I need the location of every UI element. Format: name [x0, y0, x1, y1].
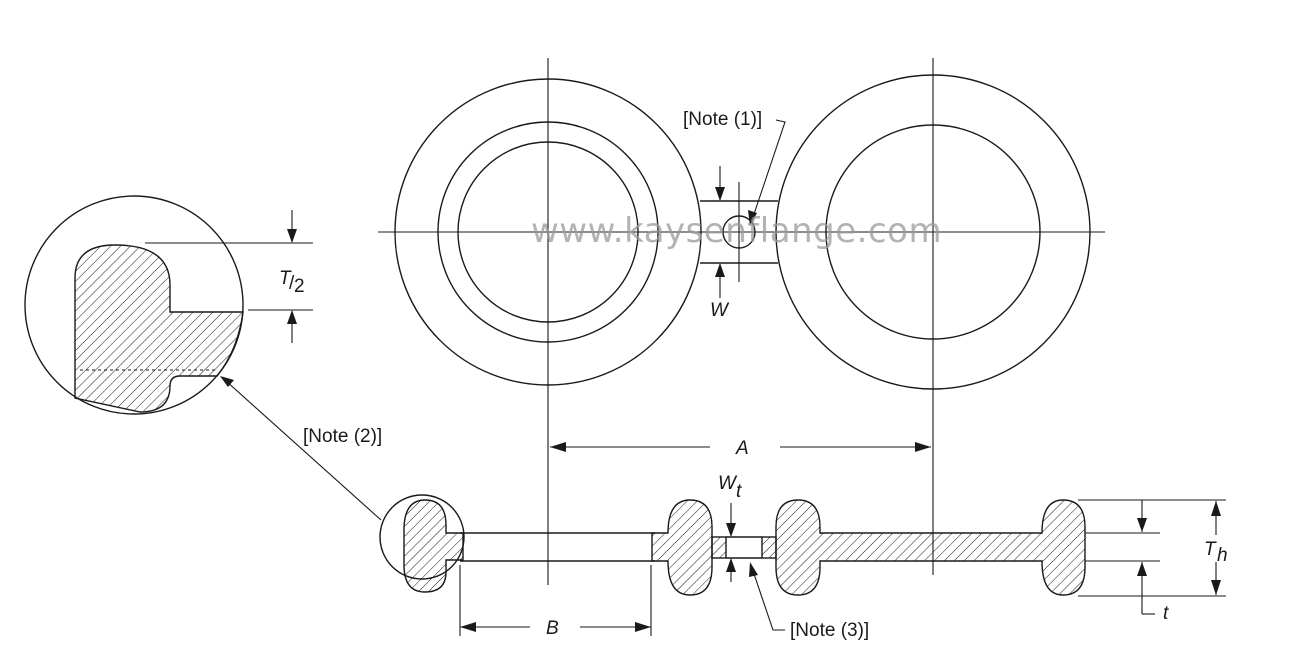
top-view: W [Note (1)]: [378, 58, 1105, 585]
b-dimension: B: [459, 565, 652, 639]
note2-callout: [Note (2)]: [220, 376, 382, 521]
detail-view: T / 2 [Note (2)]: [24, 195, 382, 521]
a-label: A: [735, 438, 749, 459]
web-section-left: [711, 536, 727, 559]
wt-label: W: [718, 473, 738, 494]
web-section-right: [761, 536, 777, 559]
note3-label: [Note (3)]: [790, 620, 869, 641]
ring-outer-bead: [651, 499, 713, 596]
section-view: A B W t [Note (3)]: [379, 438, 1228, 641]
w-dimension: W: [710, 166, 730, 321]
note1-label: [Note (1)]: [683, 109, 762, 130]
t-dimension: t: [1137, 500, 1169, 624]
th-subscript: h: [1217, 545, 1228, 566]
th-dimension: T h: [1078, 499, 1228, 597]
center-lines: [378, 58, 1105, 585]
a-dimension: A: [550, 438, 931, 459]
half-t-label: T: [279, 268, 292, 289]
note1-callout: [Note (1)]: [683, 109, 786, 226]
note2-label: [Note (2)]: [303, 426, 382, 447]
left-ring-bead: [379, 494, 465, 593]
note3-callout: [Note (3)]: [749, 562, 869, 641]
wt-dimension: W t: [718, 473, 742, 582]
watermark-text: www.kaysenflange.com: [531, 211, 942, 251]
svg-text:/: /: [289, 273, 295, 294]
detail-circle: [24, 195, 244, 415]
w-label: W: [710, 300, 730, 321]
detail-section-hatch: [74, 244, 244, 413]
th-label: T: [1204, 539, 1217, 560]
half-t-dimension: T / 2: [145, 210, 313, 343]
blank-section-hatch: [775, 499, 1086, 596]
b-label: B: [546, 618, 559, 639]
t-label: t: [1163, 603, 1169, 624]
half-t-denominator: 2: [294, 276, 305, 297]
wt-subscript: t: [736, 481, 742, 502]
